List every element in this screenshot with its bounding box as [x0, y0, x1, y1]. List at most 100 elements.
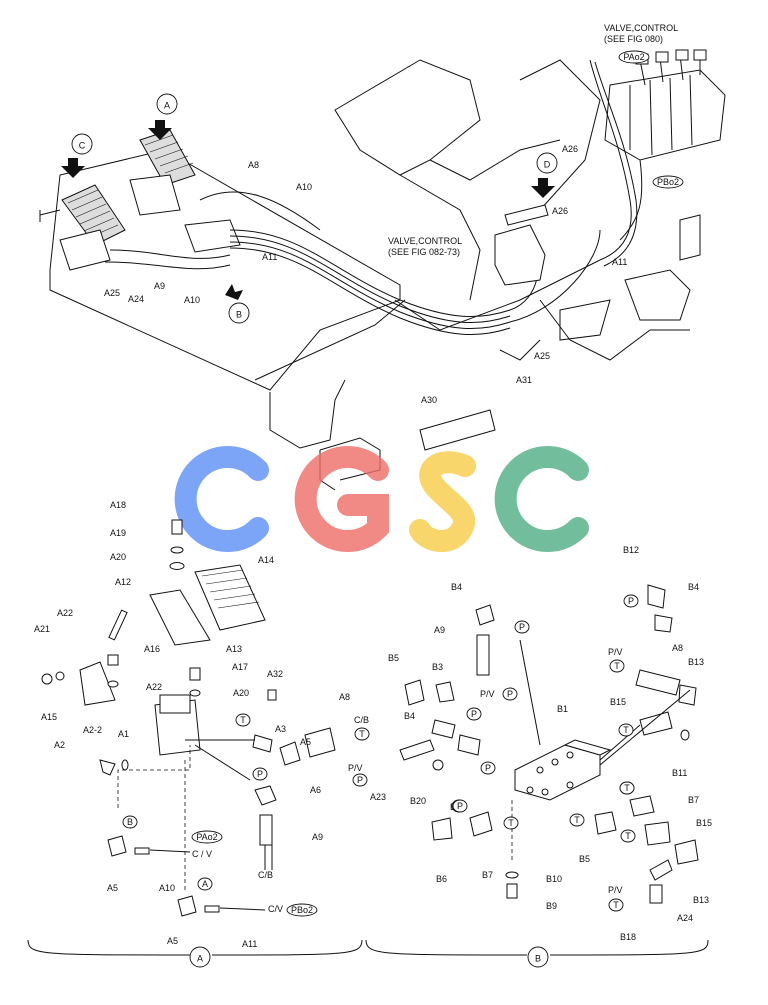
detail-a-label-19: A2 — [54, 740, 65, 750]
detail-b-port-2: P — [507, 689, 513, 699]
upper-label-a26: A26 — [562, 144, 578, 154]
detail-a-label-8: A13 — [226, 644, 242, 654]
detail-b-label-22: B13 — [693, 895, 709, 905]
detail-a-parts — [41, 519, 336, 917]
detail-a-label-16: A5 — [300, 737, 311, 747]
detail-a-label-22: A5 — [107, 883, 118, 893]
upper-label-a11: A11 — [262, 252, 277, 262]
detail-a-label-21: A9 — [312, 832, 323, 842]
upper-label-a9: A9 — [154, 281, 165, 291]
view-callout-d: D — [544, 159, 551, 169]
detail-b-label-9: B15 — [610, 697, 626, 707]
view-callout-b-circle — [228, 302, 250, 324]
view-callout-a: A — [164, 100, 170, 110]
upper-port-0-oval — [618, 50, 650, 64]
detail-b-port-0-oval — [623, 594, 639, 608]
detail-a-label-23: A10 — [159, 883, 175, 893]
upper-label-a25: A25 — [104, 288, 120, 298]
section-b-label-circle — [527, 946, 549, 968]
detail-b-label-13: A23 — [370, 792, 386, 802]
detail-b-port-4-oval — [609, 659, 625, 673]
detail-a-label-18: A2-2 — [83, 725, 102, 735]
detail-b-label-10: B1 — [557, 704, 568, 714]
detail-a-port-2-oval — [252, 767, 268, 781]
detail-b-port-11-oval — [503, 816, 519, 830]
watermark-letter-4 — [494, 446, 589, 552]
detail-b-port-12-oval — [620, 829, 636, 843]
detail-b-port-11: T — [508, 818, 514, 828]
detail-b-port-2-oval — [502, 687, 518, 701]
detail-b-port-8: T — [623, 725, 629, 735]
detail-a-port-5: A — [202, 879, 208, 889]
valve-control-1-line-1: VALVE,CONTROL — [604, 23, 678, 33]
detail-b-port-12: T — [625, 831, 631, 841]
detail-b-port-14: P — [457, 801, 463, 811]
detail-b-label-23: A24 — [677, 913, 693, 923]
detail-b-label-4: B5 — [388, 653, 399, 663]
upper-assembly — [39, 49, 726, 491]
detail-b-label-7: A8 — [672, 643, 683, 653]
detail-b-label-2: B4 — [451, 582, 462, 592]
detail-a-port-6-oval — [286, 903, 318, 917]
valve-control-1-line-2: (SEE FIG 080) — [604, 34, 663, 44]
valve-control-2-line-1: VALVE,CONTROL — [388, 236, 462, 246]
detail-b-port-15: T — [624, 783, 630, 793]
detail-b-port-15-oval — [619, 781, 635, 795]
watermark-letter-2 — [294, 446, 389, 552]
detail-b-label-21: B9 — [546, 901, 557, 911]
detail-b-port-6-oval — [352, 773, 368, 787]
upper-label-a10: A10 — [184, 295, 200, 305]
watermark-logo — [174, 446, 589, 553]
detail-a-port-0: T — [240, 715, 246, 725]
detail-a-label-20: A6 — [310, 785, 321, 795]
detail-b-label-19: B5 — [579, 854, 590, 864]
detail-a-annotation-2: C / V — [192, 849, 212, 859]
detail-b-annotation-1: P/V — [608, 647, 623, 657]
detail-b-port-8-oval — [618, 723, 634, 737]
detail-a-label-5: A22 — [57, 608, 73, 618]
detail-b-port-5: P — [485, 763, 491, 773]
detail-a-annotation-0: C/B — [354, 715, 369, 725]
detail-b-port-5-oval — [480, 761, 496, 775]
detail-a-label-3: A14 — [258, 555, 274, 565]
detail-b-label-3: A9 — [434, 625, 445, 635]
upper-label-a8: A8 — [248, 160, 259, 170]
detail-a-port-3-oval — [122, 815, 138, 829]
detail-b-port-6: P — [357, 775, 363, 785]
detail-a-label-25: A11 — [242, 939, 257, 949]
detail-b-port-1-oval — [514, 620, 530, 634]
upper-port-0: PAo2 — [623, 52, 644, 62]
detail-a-label-11: A17 — [232, 662, 248, 672]
detail-b-label-8: B13 — [688, 657, 704, 667]
view-callout-d-circle — [536, 152, 558, 174]
upper-label-a30: A30 — [421, 395, 437, 405]
detail-a-label-24: A5 — [167, 936, 178, 946]
detail-a-port-1-oval — [354, 727, 370, 741]
detail-b-annotation-2: P/V — [348, 763, 363, 773]
upper-label-a25: A25 — [534, 351, 550, 361]
valve-control-2-line-2: (SEE FIG 082-73) — [388, 247, 460, 257]
detail-b-label-6: B4 — [404, 711, 415, 721]
upper-label-a11: A11 — [612, 257, 627, 267]
detail-a-label-17: A1 — [118, 729, 129, 739]
watermark-letter-1 — [174, 446, 269, 552]
detail-b-label-11: B11 — [672, 768, 687, 778]
detail-b-port-0: P — [628, 596, 634, 606]
detail-b-port-13-oval — [608, 898, 624, 912]
detail-a-annotation-1: C/B — [258, 870, 273, 880]
upper-port-1: PBo2 — [657, 177, 679, 187]
detail-b-parts — [399, 584, 699, 904]
detail-a-port-2: P — [257, 769, 263, 779]
detail-b-port-1: P — [519, 622, 525, 632]
detail-b-port-10: T — [574, 815, 580, 825]
detail-a-port-5-oval — [197, 877, 213, 891]
detail-a-label-13: A32 — [267, 669, 283, 679]
labels-layer: VALVE,CONTROL(SEE FIG 080)VALVE,CONTROL(… — [34, 23, 712, 968]
section-brackets — [27, 939, 709, 956]
detail-b-port-4: T — [614, 661, 620, 671]
detail-a-port-1: T — [359, 729, 365, 739]
detail-b-label-15: B7 — [688, 795, 699, 805]
detail-b-annotation-0: P/V — [480, 689, 495, 699]
detail-a-label-6: A21 — [34, 624, 50, 634]
